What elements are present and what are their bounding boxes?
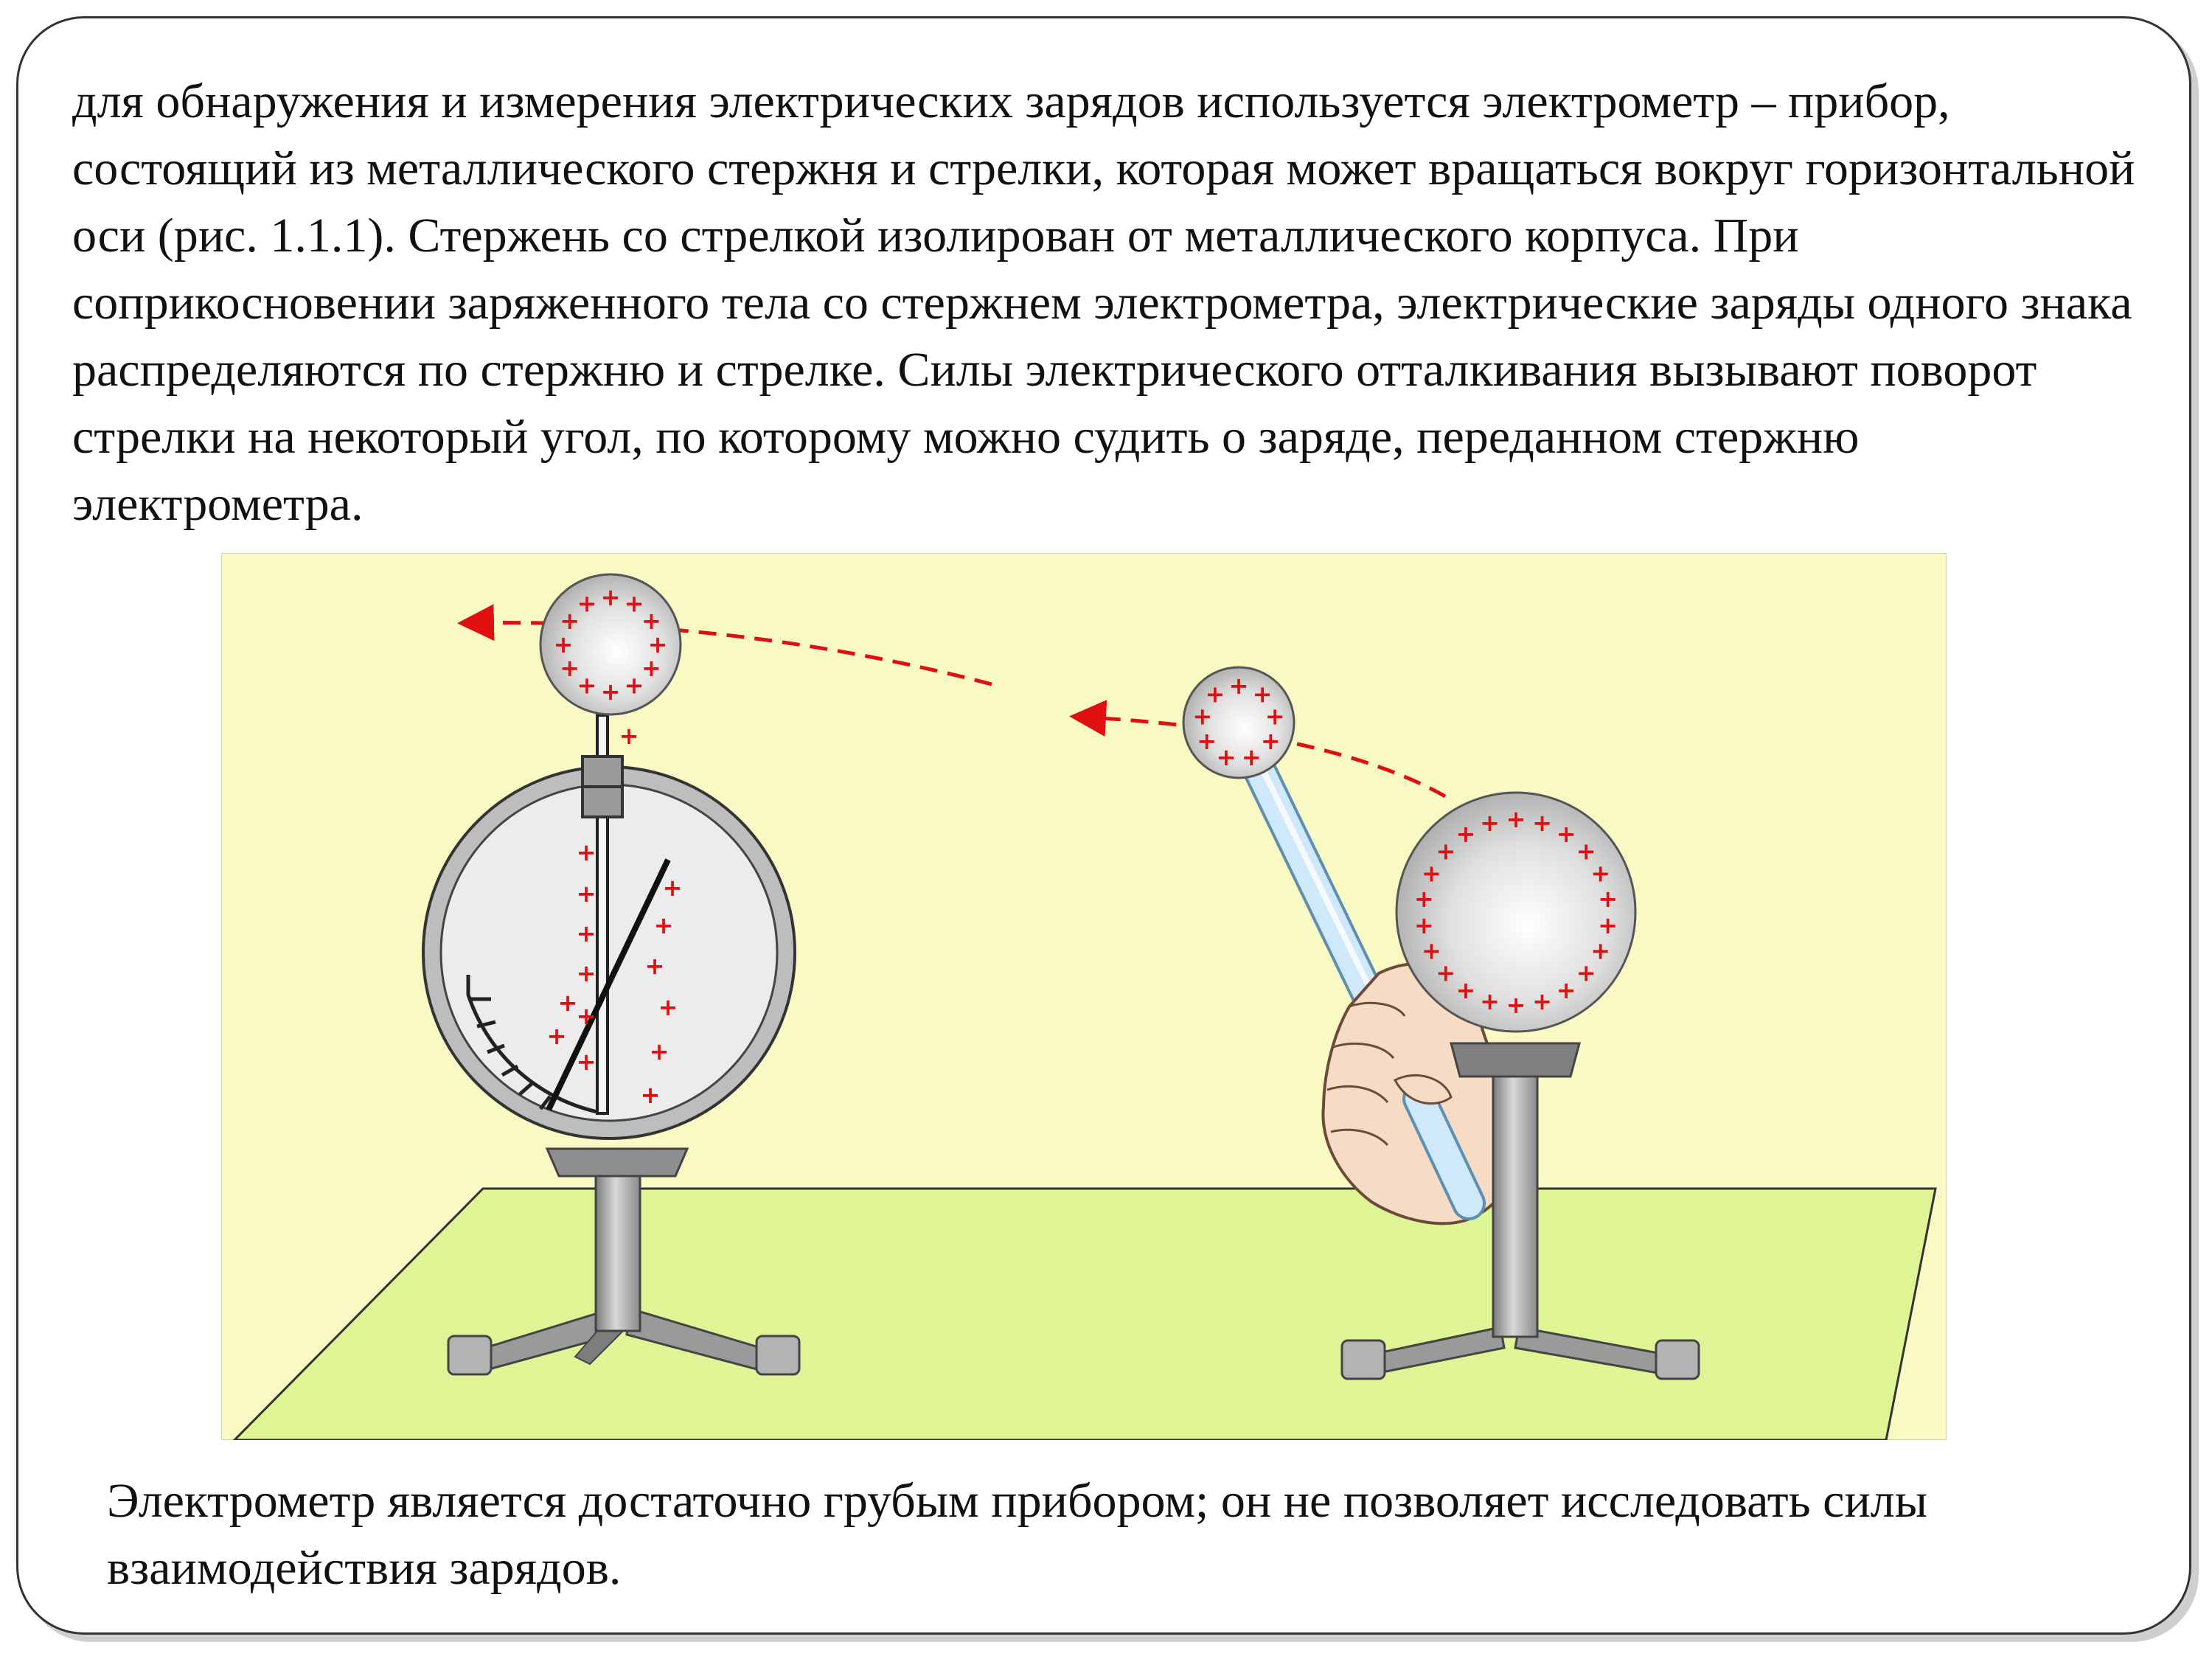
charge-plus-mark: + [663,874,683,902]
electrometer-neck [545,1147,689,1178]
charge-transfer-arrow-to-rod [1069,700,1447,799]
charge-plus-mark: + [1532,987,1552,1015]
charge-plus-mark: + [1506,991,1526,1019]
charge-plus-mark: + [577,880,597,908]
charge-plus-mark: + [577,1048,597,1076]
electrometer [422,573,801,1376]
charge-plus-mark: + [1532,809,1552,837]
charge-plus-mark: + [577,1002,597,1030]
intro-paragraph: для обнаружения и измерения электрически… [72,74,2135,531]
charge-plus-mark: + [577,590,597,618]
charge-transfer-arrow-to-electrometer [457,604,992,686]
electrometer-scale [466,975,605,1116]
charge-plus-mark: + [1205,681,1225,709]
charge-plus-mark: + [641,607,661,635]
charge-plus-mark: + [1414,911,1434,939]
charge-plus-mark: + [577,671,597,699]
charge-plus-mark: + [547,1022,567,1050]
charge-plus-mark: + [1480,987,1500,1015]
charge-plus-mark: + [1598,911,1618,939]
electrometer-pole [594,1171,641,1332]
electrometer-needle [546,858,671,1111]
charge-plus-mark: + [1455,976,1475,1004]
charge-plus-mark: + [1261,727,1281,755]
charge-plus-mark: + [554,630,574,658]
charge-plus-mark: + [625,590,644,618]
charge-plus-mark: + [1480,809,1500,837]
charge-plus-mark: + [1576,959,1596,987]
electrometer-figure: ++++++++++++++++++++++++++++++++++++++++… [221,553,1947,1440]
charge-plus-mark: + [1192,702,1212,730]
charge-plus-mark: + [601,678,621,706]
charge-plus-mark: + [1576,838,1596,866]
electrometer-ball [539,573,682,716]
charge-plus-mark: + [577,838,597,866]
charge-plus-mark: + [1229,672,1249,700]
charge-plus-mark: + [641,654,661,682]
charge-plus-mark: + [625,671,644,699]
charge-plus-mark: + [1436,959,1455,987]
sphere-pole [1492,1071,1539,1338]
charge-marks: ++++++++++++++++++++++++++++++++++++++++… [547,583,1618,1109]
charge-plus-mark: + [648,630,668,658]
charge-plus-mark: + [658,993,678,1021]
charge-plus-mark: + [577,919,597,947]
charge-plus-mark: + [641,1081,661,1109]
charge-plus-mark: + [1253,681,1273,709]
charged-conductor-sphere [1340,791,1700,1380]
charge-plus-mark: + [645,952,665,980]
charge-plus-mark: + [577,959,597,987]
conductor-sphere [1395,791,1637,1033]
charge-plus-mark: + [1414,885,1434,913]
charge-plus-mark: + [601,583,621,611]
charge-plus-mark: + [1242,743,1262,771]
charge-plus-mark: + [1216,743,1236,771]
charge-plus-mark: + [1422,936,1441,964]
glass-rod-ball [1182,666,1295,779]
table-surface [232,1187,1937,1440]
charge-plus-mark: + [654,911,674,939]
charge-plus-mark: + [558,989,578,1017]
sphere-mount [1450,1042,1581,1078]
charge-plus-mark: + [1598,885,1618,913]
charge-plus-mark: + [1436,838,1455,866]
charge-plus-mark: + [1265,702,1285,730]
charge-plus-mark: + [1590,860,1610,888]
conclusion-paragraph: Электрометр является достаточно грубым п… [107,1474,1928,1595]
charge-plus-mark: + [650,1037,669,1065]
charge-plus-mark: + [560,607,580,635]
charge-plus-mark: + [619,722,639,750]
charge-plus-mark: + [1197,727,1217,755]
charge-plus-mark: + [1557,820,1576,848]
charge-plus-mark: + [1455,820,1475,848]
charge-plus-mark: + [560,654,580,682]
charge-plus-mark: + [1590,936,1610,964]
charge-plus-mark: + [1422,860,1441,888]
charge-plus-mark: + [1557,976,1576,1004]
charge-plus-mark: + [1506,805,1526,833]
